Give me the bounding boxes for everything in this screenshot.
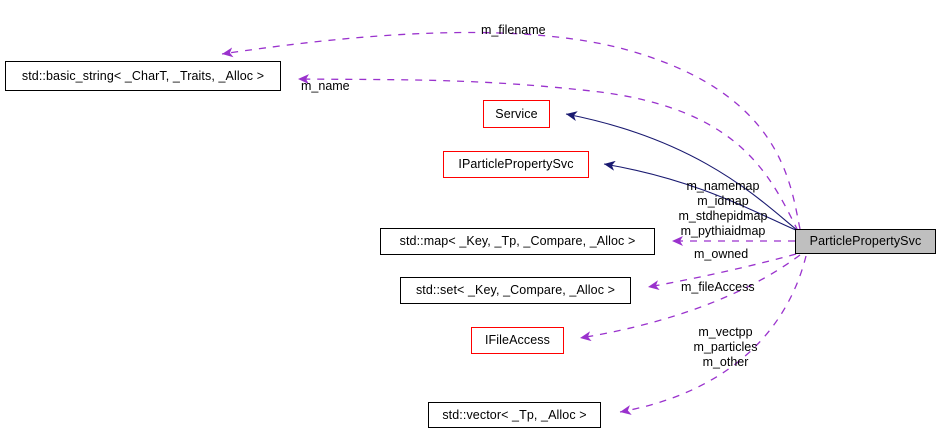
- node-label: std::set< _Key, _Compare, _Alloc >: [415, 283, 616, 298]
- node-iparticlepropertysvc[interactable]: IParticlePropertySvc: [443, 151, 589, 178]
- edge-label-m-owned: m_owned: [694, 247, 749, 261]
- node-std-map[interactable]: std::map< _Key, _Tp, _Compare, _Alloc >: [380, 228, 655, 255]
- node-label: IParticlePropertySvc: [458, 157, 574, 172]
- node-label: std::map< _Key, _Tp, _Compare, _Alloc >: [399, 234, 636, 249]
- node-label: ParticlePropertySvc: [809, 234, 922, 249]
- edge-label-m-filename: m_filename: [481, 23, 546, 37]
- node-particlepropertysvc[interactable]: ParticlePropertySvc: [795, 229, 936, 254]
- edge-label-m-name: m_name: [301, 79, 350, 93]
- node-label: std::basic_string< _CharT, _Traits, _All…: [21, 68, 265, 83]
- node-label: IFileAccess: [484, 333, 550, 348]
- node-std-vector[interactable]: std::vector< _Tp, _Alloc >: [428, 402, 601, 428]
- node-std-basic-string[interactable]: std::basic_string< _CharT, _Traits, _All…: [5, 61, 281, 91]
- edge-label-m-fileaccess: m_fileAccess: [681, 280, 755, 294]
- node-ifileaccess[interactable]: IFileAccess: [471, 327, 564, 354]
- node-service[interactable]: Service: [483, 100, 550, 128]
- node-label: std::vector< _Tp, _Alloc >: [442, 407, 587, 422]
- node-label: Service: [495, 106, 538, 121]
- node-std-set[interactable]: std::set< _Key, _Compare, _Alloc >: [400, 277, 631, 304]
